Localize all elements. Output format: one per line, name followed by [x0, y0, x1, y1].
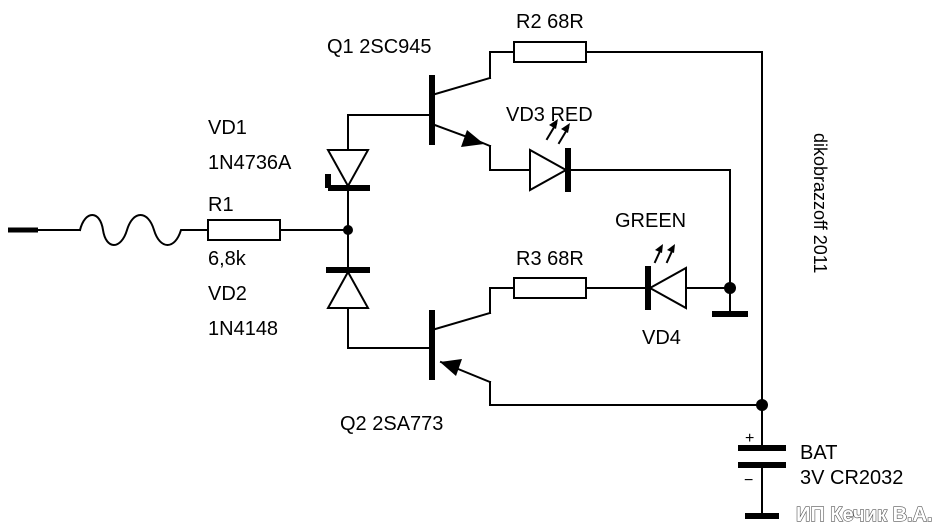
- resistor-r2: [513, 41, 587, 63]
- r2-label: R2 68R: [516, 11, 584, 33]
- bat-minus-label: −: [744, 472, 753, 489]
- led-vd4-green: [645, 244, 731, 310]
- vd4-color-label: GREEN: [615, 210, 686, 232]
- vd1-part-label: 1N4736A: [208, 152, 292, 174]
- q2-label: Q2 2SA773: [340, 413, 443, 435]
- sensor-coil: [78, 214, 209, 246]
- vd4-name-label: VD4: [642, 327, 681, 349]
- watermark: ИП Кечик В.А.: [796, 504, 933, 526]
- r1-value-label: 6,8k: [208, 248, 247, 270]
- vd2-part-label: 1N4148: [208, 318, 278, 340]
- transistor-q2-pnp: [429, 287, 763, 406]
- transistor-q1-npn: [429, 51, 529, 171]
- bat-plus-label: +: [745, 430, 754, 447]
- vd1-name-label: VD1: [208, 117, 247, 139]
- author-credit: dikobrazzoff 2011: [810, 133, 830, 273]
- resistor-r3: [513, 277, 587, 299]
- vd3-label: VD3 RED: [506, 104, 593, 126]
- battery-bat: [738, 404, 786, 519]
- bat-spec-label: 3V CR2032: [800, 467, 903, 489]
- led-vd3-red: [529, 119, 731, 289]
- zener-diode-vd1: [325, 114, 433, 231]
- r1-name-label: R1: [208, 194, 234, 216]
- q1-label: Q1 2SC945: [327, 36, 432, 58]
- resistor-r1: [207, 219, 281, 241]
- diode-vd2: [326, 229, 433, 349]
- vd2-name-label: VD2: [208, 283, 247, 305]
- r3-label: R3 68R: [516, 248, 584, 270]
- bat-name-label: BAT: [800, 442, 837, 464]
